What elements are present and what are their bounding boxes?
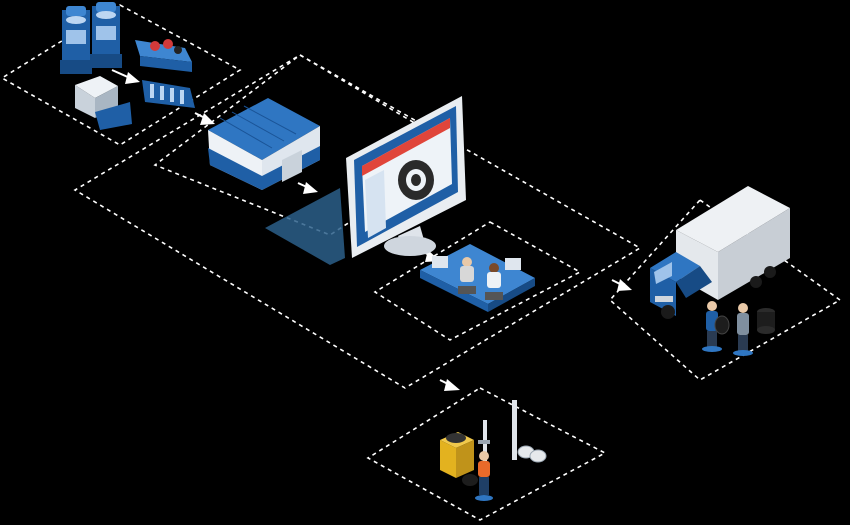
tire-changer-machine [440, 432, 474, 478]
tire-changer-icon [440, 400, 547, 501]
zone-truck [608, 198, 842, 381]
wheel-balancer-posts [478, 400, 517, 480]
tire-stack-icon [714, 308, 775, 335]
warehouse-icon [208, 98, 320, 190]
arrow-to-truck [611, 279, 632, 291]
tire-press-machine [90, 2, 122, 68]
tire-rack [142, 80, 195, 108]
tire-press-machine [60, 6, 92, 74]
arrow-warehouse-to-monitor [297, 182, 318, 194]
operator-person [458, 257, 476, 294]
zone-big-flow [73, 54, 642, 389]
zone-workstation [373, 221, 582, 341]
monitor-shadow [265, 188, 345, 265]
rubber-mixer-machine [75, 76, 132, 130]
arrow-production-to-warehouse [111, 69, 140, 84]
monitor-tire-icon [346, 96, 466, 258]
zone-production [0, 4, 242, 146]
rims-icon [462, 445, 547, 486]
arrow-to-service [439, 379, 460, 391]
mechanic-person [475, 451, 493, 501]
operator-person [485, 263, 503, 300]
office-desk-icon [420, 244, 535, 312]
factory-press-icon [60, 2, 195, 130]
worker-person [733, 303, 753, 356]
dashed-zones [0, 4, 842, 521]
truck-icon [650, 186, 790, 319]
zone-service [366, 387, 607, 521]
tire-conveyor [135, 39, 192, 72]
arrow-machines-to-warehouse [194, 112, 215, 125]
delivery-workers [702, 301, 775, 356]
